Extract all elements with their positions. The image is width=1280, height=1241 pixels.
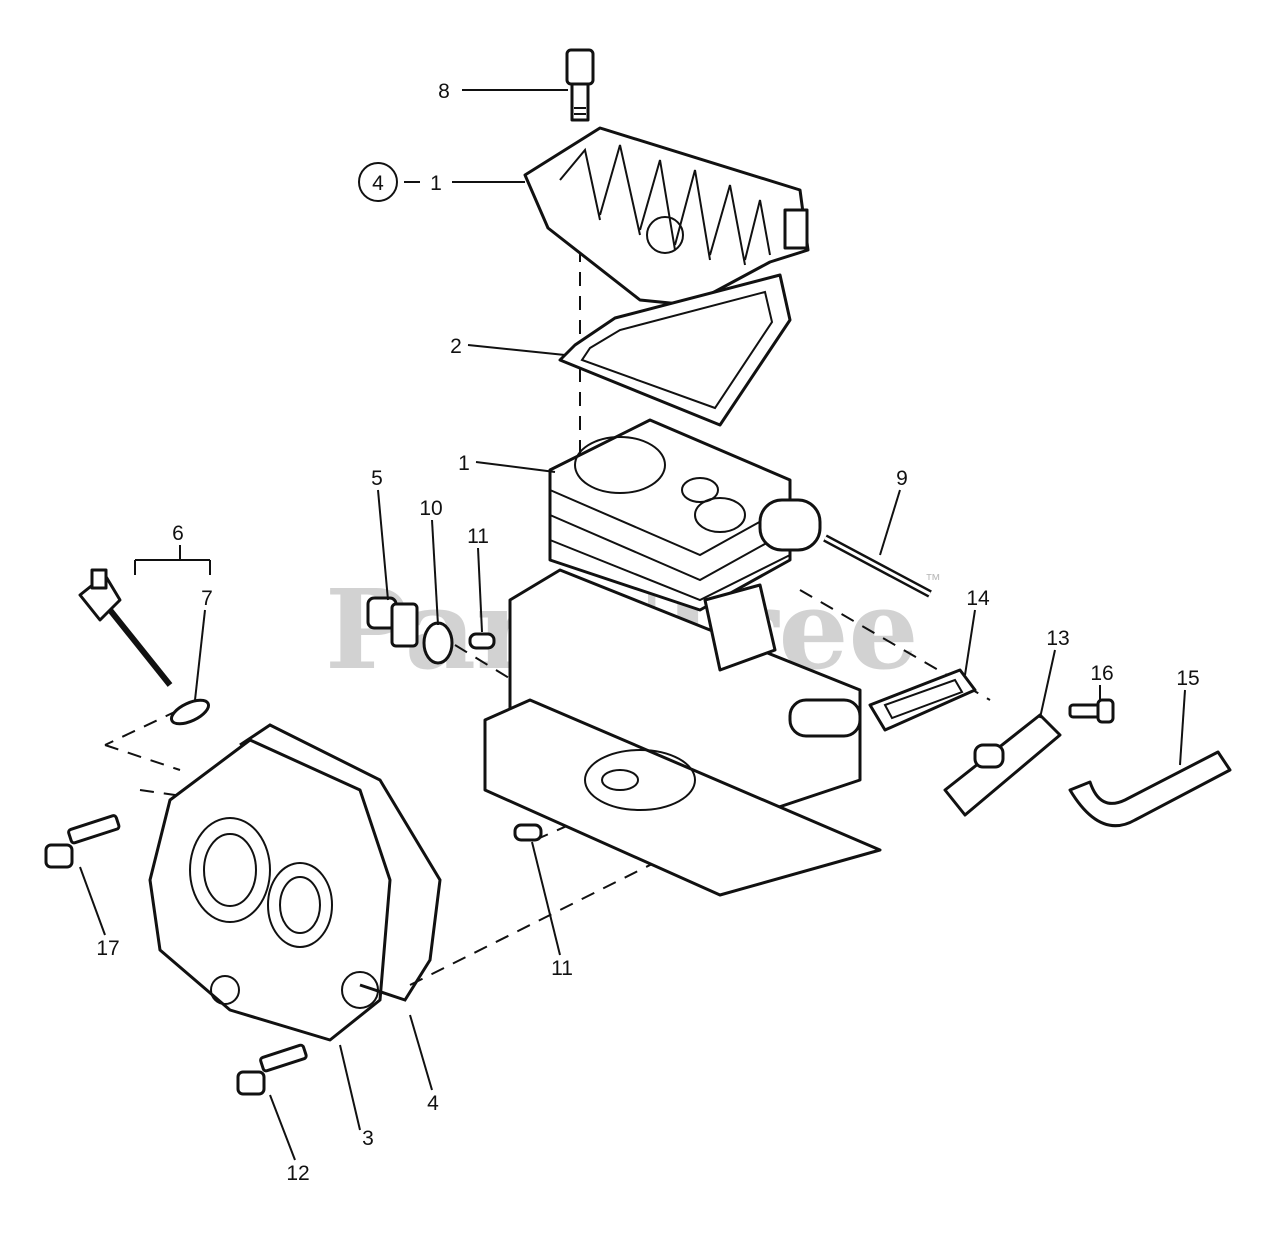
part-16-bolt [1068, 698, 1115, 724]
leader-lines [79, 89, 1186, 1161]
part-17-bolt [44, 814, 121, 869]
part-2-head-gasket [558, 273, 792, 427]
part-11-dowel-pin-upper [468, 632, 496, 650]
callout-14: 14 [966, 587, 990, 610]
part-12-bolt [236, 1043, 308, 1096]
part-3-crankcase-cover [148, 738, 392, 1042]
callout-11-upper: 11 [467, 525, 489, 548]
part-4-crankcase-gasket [239, 723, 442, 1002]
callout-10: 10 [419, 497, 442, 520]
callout-15: 15 [1176, 667, 1199, 690]
callout-11-lower: 11 [551, 957, 573, 980]
callout-4-circled: 4 [372, 172, 384, 195]
part-15-breather-tube [1068, 750, 1232, 828]
callout-2: 2 [450, 335, 462, 358]
part-6-dipstick [78, 568, 173, 687]
part-7-o-ring [169, 698, 211, 726]
part-14-gasket [868, 668, 977, 732]
callout-12: 12 [286, 1162, 309, 1185]
callout-13: 13 [1046, 627, 1069, 650]
part-5-plug [366, 596, 419, 648]
part-9-stud [823, 534, 932, 598]
part-8-head-bolt [565, 48, 595, 122]
callout-8: 8 [438, 80, 450, 103]
part-11-dowel-pin-lower [513, 823, 543, 842]
callout-1-block: 1 [458, 452, 470, 475]
callout-7: 7 [201, 587, 213, 610]
part-13-cover-plate [943, 713, 1062, 817]
callout-6: 6 [172, 522, 184, 545]
watermark-trademark: ™ [925, 572, 941, 589]
callout-5: 5 [371, 467, 383, 490]
part-10-washer [422, 621, 454, 665]
callout-1-top: 1 [430, 172, 442, 195]
callout-3: 3 [362, 1127, 374, 1150]
callout-labels: 8 4 1 2 1 5 10 11 6 7 9 14 13 16 15 17 1… [96, 80, 1199, 1185]
callout-4-bottom: 4 [427, 1092, 439, 1115]
callout-circle [358, 162, 398, 202]
callout-9: 9 [896, 467, 908, 490]
part-1-cylinder-head [523, 126, 810, 307]
callout-16: 16 [1090, 662, 1113, 685]
callout-17: 17 [96, 937, 119, 960]
part-1-cylinder-block [483, 418, 882, 897]
